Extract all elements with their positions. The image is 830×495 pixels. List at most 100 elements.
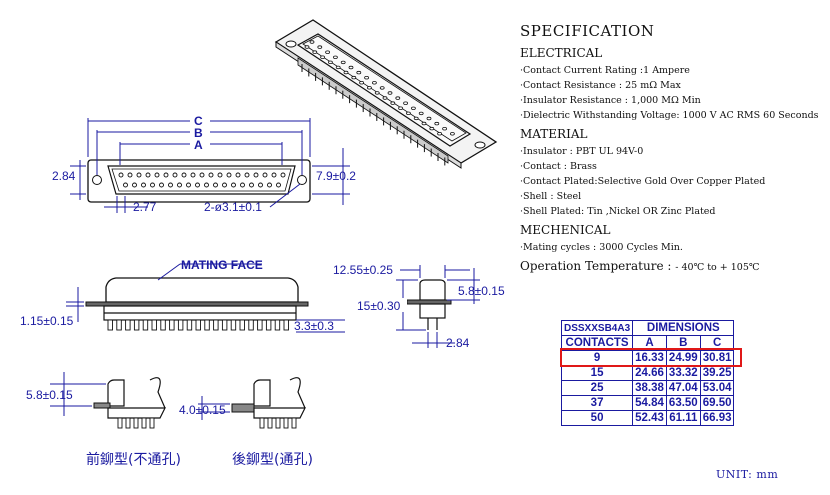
- pin-hole: [145, 172, 151, 178]
- pin-hole: [398, 106, 404, 110]
- pin-hole: [226, 172, 232, 178]
- unit-label: UNIT: mm: [716, 468, 779, 481]
- table-cell: 33.32: [665, 365, 701, 381]
- op-temp-label: Operation Temperature :: [520, 259, 672, 273]
- pin-hole: [356, 70, 362, 75]
- table-cell: 52.43: [632, 410, 667, 426]
- side-pin: [133, 319, 140, 331]
- rear-rivet-view: 4.0±0.15 後鉚型(通孔): [179, 377, 313, 468]
- pin-hole: [204, 182, 209, 188]
- pin-hole: [403, 101, 409, 105]
- dim-hole: 2-ø3.1±0.1: [204, 200, 262, 214]
- pin-hole: [154, 172, 160, 178]
- table-dimensions-header: DIMENSIONS: [632, 320, 735, 336]
- spec-item: ·Contact : Brass: [520, 161, 597, 172]
- pin-hole: [240, 182, 245, 188]
- mechanical-heading: MECHENICAL: [520, 223, 611, 237]
- table-cell: 24.66: [632, 365, 667, 381]
- side-pin: [116, 319, 122, 331]
- pin-hole: [387, 91, 393, 95]
- pin-hole: [127, 172, 133, 178]
- pin-hole: [364, 75, 370, 80]
- pin-hole: [366, 86, 372, 90]
- table-cell: 30.81: [699, 350, 735, 366]
- side-pin: [195, 319, 201, 331]
- pin-hole: [418, 111, 424, 116]
- pin-hole: [395, 96, 401, 100]
- pin-hole: [235, 172, 241, 178]
- pin-hole: [123, 182, 128, 188]
- side-pin: [177, 319, 184, 331]
- mechanical-list: ·Mating cycles : 3000 Cycles Min.: [520, 240, 825, 255]
- table-part-number: DSSXXSB4A3: [560, 320, 634, 336]
- cutaway-pin: [117, 417, 123, 429]
- dim-2-84-left: 2.84: [52, 169, 76, 183]
- pin-hole: [410, 106, 416, 110]
- electrical-heading: ELECTRICAL: [520, 46, 603, 60]
- pin-hole: [159, 182, 164, 188]
- spec-item: ·Contact Current Rating :1 Ampere: [520, 65, 690, 76]
- pin-hole: [421, 121, 427, 126]
- op-temp-value: - 40℃ to + 105℃: [675, 262, 760, 273]
- pin-hole: [332, 55, 338, 59]
- pin-hole: [172, 172, 178, 178]
- cutaway-pin: [275, 417, 281, 429]
- dim-3-3: 3.3±0.3: [294, 319, 334, 333]
- spec-item: ·Mating cycles : 3000 Cycles Min.: [520, 242, 683, 253]
- pin-hole: [320, 55, 326, 59]
- table-cell: 69.50: [699, 395, 735, 411]
- pin-hole: [426, 116, 432, 121]
- table-cell: 9: [560, 350, 634, 366]
- side-pin: [160, 319, 166, 331]
- side-pin: [213, 319, 219, 331]
- pin-hole: [359, 80, 365, 85]
- pin-hole: [379, 86, 385, 90]
- pin-hole: [168, 182, 173, 188]
- pin-hole: [150, 182, 155, 188]
- pin-hole: [382, 96, 388, 100]
- side-pin: [204, 319, 210, 331]
- side-pin: [265, 319, 272, 331]
- pin-hole: [351, 75, 357, 80]
- table-row: 15 24.66 33.32 39.25: [560, 365, 735, 381]
- table-row: 9 16.33 24.99 30.81: [560, 350, 735, 366]
- dim-b: B: [194, 126, 203, 140]
- pin-hole: [190, 172, 196, 178]
- pin-hole: [195, 182, 200, 188]
- dim-a: A: [194, 138, 203, 152]
- cutaway-pin: [259, 417, 265, 429]
- table-row: 25 38.38 47.04 53.04: [560, 380, 735, 396]
- pin-hole: [136, 172, 142, 178]
- side-pin: [248, 319, 254, 331]
- front-dimensions: C B A 2.84 7.9±0.2 2.77 2-ø3.1±0.1: [52, 113, 356, 214]
- pin-hole: [335, 65, 341, 70]
- cutaway-pin: [133, 417, 139, 429]
- side-pin: [169, 319, 175, 331]
- spec-item: ·Dielectric Withstanding Voltage: 1000 V…: [520, 110, 819, 121]
- pin-hole: [429, 126, 435, 131]
- spec-item: ·Shell Plated: Tin ,Nickel OR Zinc Plate…: [520, 206, 716, 217]
- pin-hole: [222, 182, 227, 188]
- pin-hole: [249, 182, 254, 188]
- pin-hole: [186, 182, 191, 188]
- pin-hole: [312, 50, 318, 54]
- dim-12-55: 12.55±0.25: [333, 263, 393, 277]
- end-view: 12.55±0.25 15±0.30 5.8±0.15 2.84: [333, 263, 505, 350]
- table-row: 50 52.43 61.11 66.93: [560, 410, 735, 426]
- table-cell: 47.04: [665, 380, 701, 396]
- electrical-list: ·Contact Current Rating :1 Ampere ·Conta…: [520, 63, 825, 123]
- pin-hole: [325, 50, 331, 54]
- side-pin: [274, 319, 281, 331]
- spec-item: ·Contact Plated:Selective Gold Over Copp…: [520, 176, 766, 187]
- pin-hole: [304, 45, 310, 49]
- side-pin: [257, 319, 263, 331]
- dim-5-8: 5.8±0.15: [26, 388, 73, 402]
- dim-2-84-end: 2.84: [446, 336, 470, 350]
- cutaway-pin: [283, 417, 289, 429]
- pin-hole: [327, 60, 333, 64]
- pin-hole: [405, 111, 411, 115]
- cutaway-pin: [267, 417, 273, 429]
- table-col-c: C: [699, 335, 735, 351]
- side-view: MATING FACE 1.15±0.15 3.3±0.3: [20, 258, 345, 333]
- pin-hole: [118, 172, 124, 178]
